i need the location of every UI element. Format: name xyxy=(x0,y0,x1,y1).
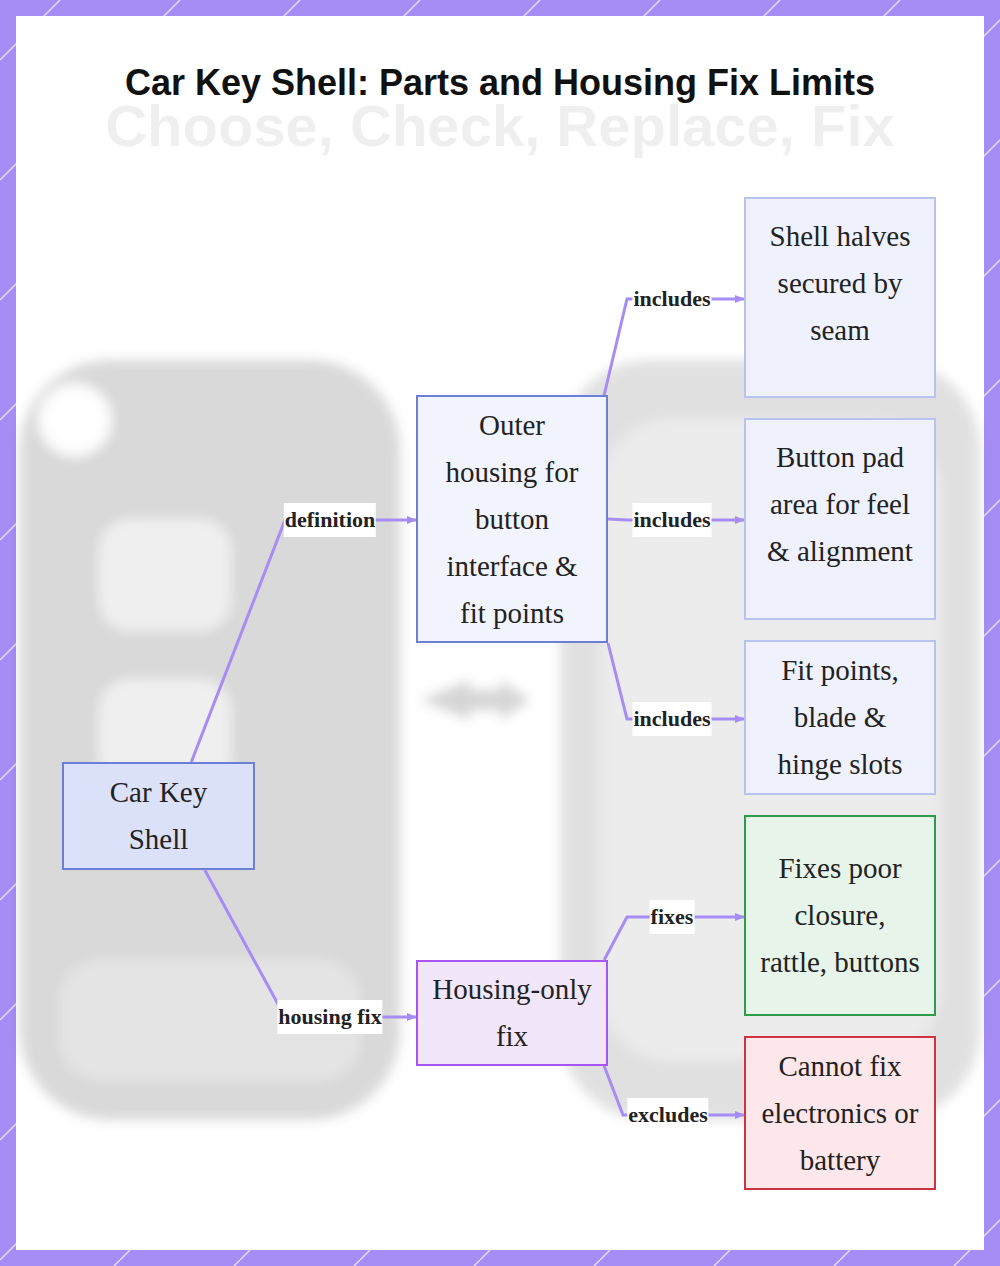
node-text: Shell halves secured by seam xyxy=(760,213,920,354)
edge-label: includes xyxy=(632,503,711,537)
edge-label: fixes xyxy=(650,900,695,934)
node-text: Housing-only fix xyxy=(432,966,592,1060)
definition-box: Outer housing for button interface & fit… xyxy=(416,395,608,643)
connector-arrow xyxy=(205,870,416,1017)
node-text: Outer housing for button interface & fit… xyxy=(432,402,592,637)
edge-label: excludes xyxy=(627,1098,708,1132)
root-box: Car Key Shell xyxy=(62,762,255,870)
edge-label: includes xyxy=(632,702,711,736)
node-text: Cannot fix electronics or battery xyxy=(760,1043,920,1184)
key-fob-illustration xyxy=(20,360,980,1120)
node-text: Car Key Shell xyxy=(78,769,239,863)
part-box: Fit points, blade & hinge slots xyxy=(744,640,936,795)
connector-arrow xyxy=(191,520,416,762)
edge-label: definition xyxy=(284,503,376,537)
canvas xyxy=(16,16,984,1250)
diagram-title: Car Key Shell: Parts and Housing Fix Lim… xyxy=(120,62,880,104)
edge-label: includes xyxy=(632,282,711,316)
node-text: Fit points, blade & hinge slots xyxy=(760,647,920,788)
fixes-box: Fixes poor closure, rattle, buttons xyxy=(744,815,936,1016)
node-text: Button pad area for feel & alignment xyxy=(760,434,920,575)
part-box: Button pad area for feel & alignment xyxy=(744,418,936,620)
excludes-box: Cannot fix electronics or battery xyxy=(744,1036,936,1190)
edge-label: housing fix xyxy=(277,1000,382,1034)
fix-box: Housing-only fix xyxy=(416,960,608,1066)
part-box: Shell halves secured by seam xyxy=(744,197,936,398)
node-text: Fixes poor closure, rattle, buttons xyxy=(760,845,920,986)
